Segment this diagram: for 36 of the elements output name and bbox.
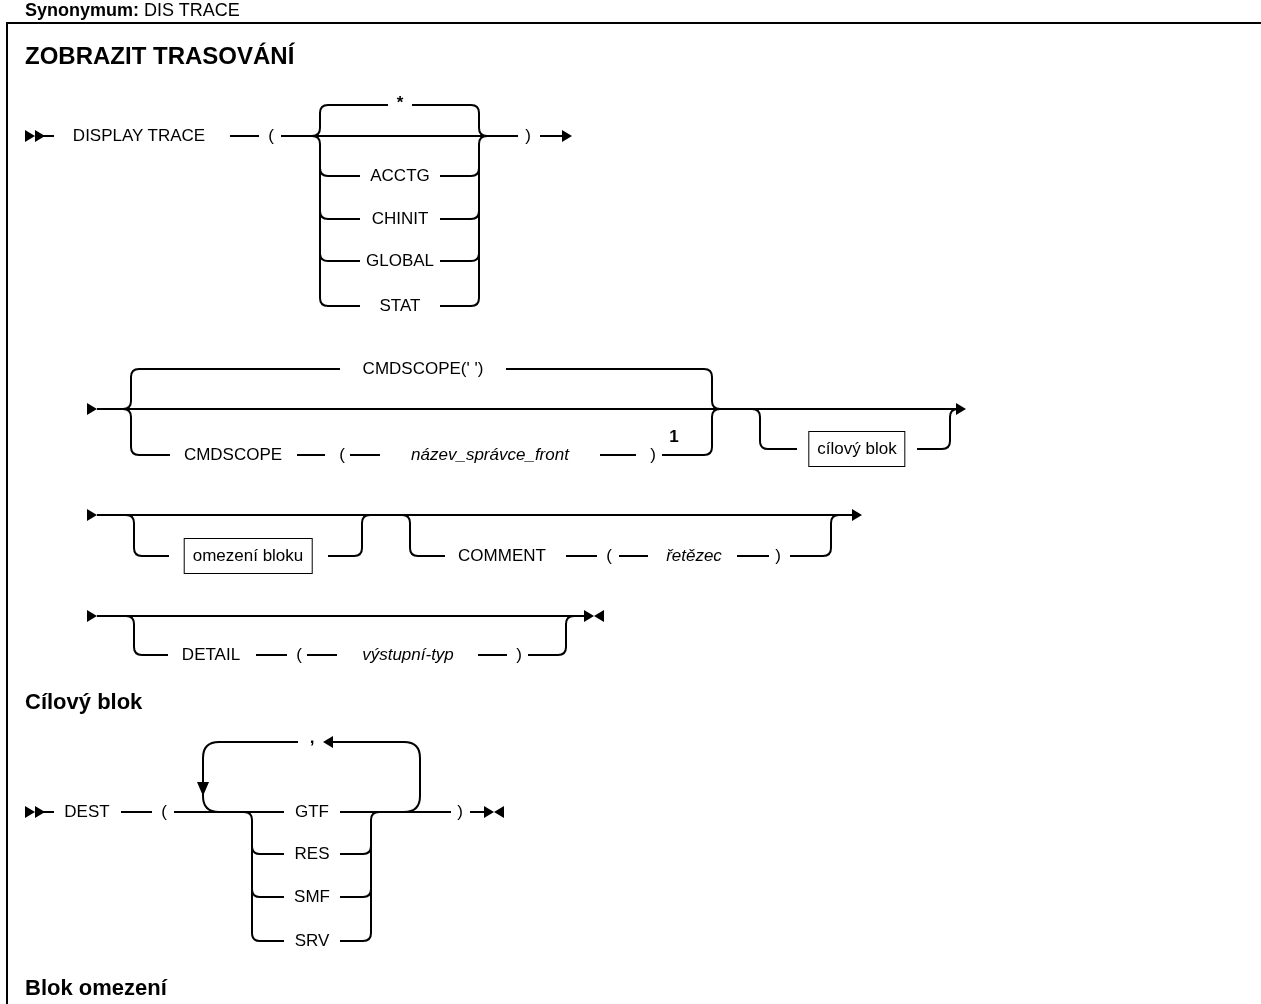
parenthesis: ( [268,126,274,146]
variable-name: řetězec [666,546,722,566]
syntax-keyword: GLOBAL [366,251,434,271]
default-value: * [396,93,404,113]
footnote-number: 1 [669,427,679,447]
parenthesis: ) [650,445,656,465]
syntax-keyword: DEST [64,802,110,822]
parenthesis: ) [457,802,463,822]
parenthesis: ) [775,546,781,566]
syntax-keyword: ACCTG [370,166,430,186]
section-heading: Cílový blok [25,689,143,715]
syntax-keyword: SRV [294,931,330,951]
syntax-keyword: CMDSCOPE(' ') [362,359,484,379]
syntax-keyword: STAT [379,296,421,316]
syntax-keyword: SMF [294,887,330,907]
parenthesis: ) [516,645,522,665]
parenthesis: ( [606,546,612,566]
syntax-keyword: CHINIT [371,209,429,229]
synonym-note: Synonymum: DIS TRACE [25,0,240,21]
block-reference-box: omezení bloku [183,538,313,574]
section-heading: Blok omezení [25,975,167,1001]
syntax-keyword: DISPLAY TRACE [72,126,206,146]
syntax-keyword: GTF [295,802,329,822]
syntax-keyword: COMMENT [458,546,546,566]
parenthesis: ) [525,126,531,146]
separator-symbol: , [309,728,315,748]
variable-name: název_správce_front [411,445,569,465]
variable-name: výstupní-typ [362,645,454,665]
parenthesis: ( [161,802,167,822]
diagram-title: ZOBRAZIT TRASOVÁNÍ [25,42,295,70]
parenthesis: ( [296,645,302,665]
syntax-keyword: CMDSCOPE [183,445,283,465]
syntax-keyword: RES [294,844,330,864]
block-reference-box: cílový blok [808,431,906,467]
parenthesis: ( [339,445,345,465]
syntax-keyword: DETAIL [181,645,241,665]
